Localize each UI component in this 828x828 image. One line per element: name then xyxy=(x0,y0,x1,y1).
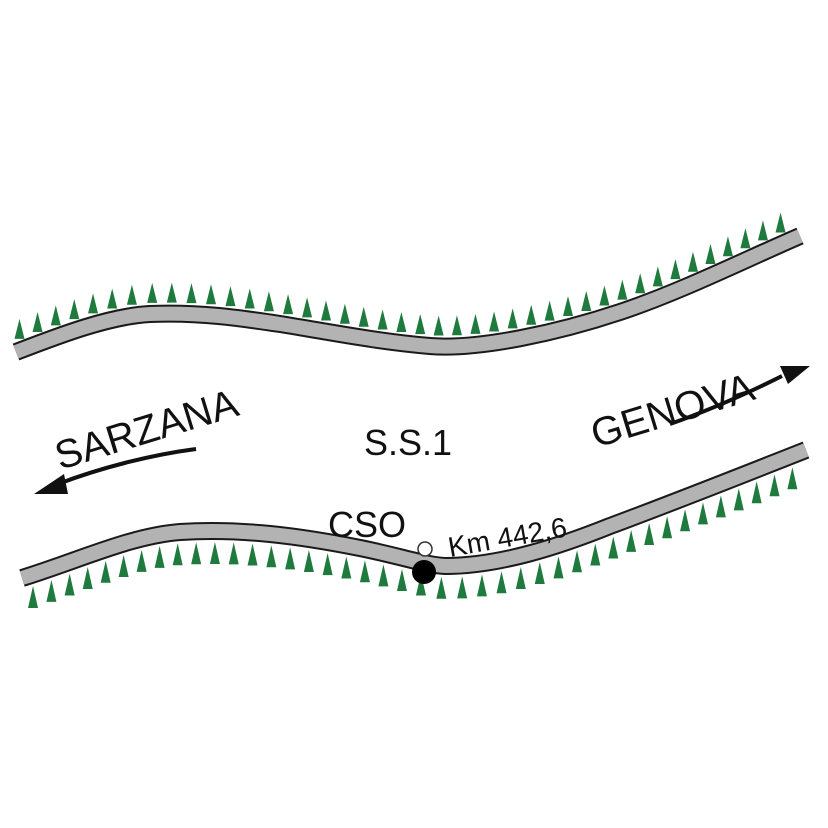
tree-triangle-icon xyxy=(341,556,352,579)
tree-triangle-icon xyxy=(470,313,481,334)
tree-triangle-icon xyxy=(126,284,137,305)
road-name-label: S.S.1 xyxy=(364,422,452,463)
tree-triangle-icon xyxy=(378,564,389,587)
tree-triangle-icon xyxy=(751,481,762,504)
tree-triangle-icon xyxy=(775,212,786,233)
tree-triangle-icon xyxy=(687,251,698,272)
tree-triangle-icon xyxy=(396,312,407,333)
tree-triangle-icon xyxy=(263,291,274,312)
tree-triangle-icon xyxy=(377,309,388,330)
arrow-left-icon xyxy=(34,447,197,494)
tree-triangle-icon xyxy=(515,567,526,590)
tree-triangle-icon xyxy=(64,573,75,596)
tree-triangle-icon xyxy=(186,283,197,304)
station-code-label: CSO xyxy=(328,504,406,545)
tree-triangle-icon xyxy=(635,273,646,294)
tree-triangle-icon xyxy=(644,523,655,546)
arrow-right-icon xyxy=(669,366,810,426)
tree-triangle-icon xyxy=(599,285,610,306)
tree-triangle-icon xyxy=(451,315,462,336)
tree-triangle-icon xyxy=(320,300,331,321)
direction-left-label: SARZANA xyxy=(50,381,244,478)
tree-triangle-icon xyxy=(244,288,255,309)
tree-triangle-icon xyxy=(191,542,202,565)
tree-triangle-icon xyxy=(415,314,426,335)
hollow-circle-icon xyxy=(417,541,433,557)
tree-triangle-icon xyxy=(359,560,370,583)
tree-triangle-icon xyxy=(553,556,564,579)
tree-triangle-icon xyxy=(88,293,99,314)
tree-triangle-icon xyxy=(457,576,468,599)
tree-triangle-icon xyxy=(733,488,744,511)
lower-road-edge xyxy=(19,441,810,587)
tree-triangle-icon xyxy=(50,305,61,326)
tree-triangle-icon xyxy=(697,502,708,525)
tree-triangle-icon xyxy=(82,567,93,590)
tree-triangle-icon xyxy=(705,244,716,265)
tree-triangle-icon xyxy=(285,547,296,570)
tree-triangle-icon xyxy=(617,279,628,300)
tree-triangle-icon xyxy=(225,286,236,307)
tree-triangle-icon xyxy=(507,308,518,329)
tree-triangle-icon xyxy=(722,236,733,257)
tree-triangle-icon xyxy=(118,554,129,577)
tree-triangle-icon xyxy=(14,318,25,339)
tree-triangle-icon xyxy=(136,549,147,572)
tree-triangle-icon xyxy=(283,294,294,315)
direction-right-label: GENOVA xyxy=(586,365,760,456)
filled-circle-icon[interactable] xyxy=(412,560,436,584)
tree-triangle-icon xyxy=(107,288,118,309)
tree-triangle-icon xyxy=(209,541,220,564)
tree-triangle-icon xyxy=(433,315,444,336)
tree-triangle-icon xyxy=(476,574,487,597)
tree-triangle-icon xyxy=(28,586,39,609)
tree-triangle-icon xyxy=(147,282,158,303)
tree-triangle-icon xyxy=(247,543,258,566)
lower-vegetation xyxy=(28,467,798,609)
tree-triangle-icon xyxy=(581,290,592,311)
tree-triangle-icon xyxy=(769,474,780,497)
tree-triangle-icon xyxy=(436,576,447,599)
tree-triangle-icon xyxy=(228,542,239,565)
tree-triangle-icon xyxy=(172,543,183,566)
tree-triangle-icon xyxy=(206,284,217,305)
tree-triangle-icon xyxy=(396,568,407,591)
tree-triangle-icon xyxy=(562,296,573,317)
tree-triangle-icon xyxy=(590,543,601,566)
tree-triangle-icon xyxy=(534,562,545,585)
tree-triangle-icon xyxy=(489,311,500,332)
tree-triangle-icon xyxy=(526,304,537,325)
tree-triangle-icon xyxy=(32,311,43,332)
tree-triangle-icon xyxy=(358,306,369,327)
tree-triangle-icon xyxy=(166,282,177,303)
tree-triangle-icon xyxy=(302,297,313,318)
tree-triangle-icon xyxy=(572,550,583,573)
tree-triangle-icon xyxy=(154,545,165,568)
tree-triangle-icon xyxy=(652,266,663,287)
tree-triangle-icon xyxy=(680,509,691,532)
tree-triangle-icon xyxy=(69,299,80,320)
tree-triangle-icon xyxy=(303,550,314,573)
tree-triangle-icon xyxy=(670,259,681,280)
tree-triangle-icon xyxy=(757,220,768,241)
tree-triangle-icon xyxy=(787,467,798,490)
tree-triangle-icon xyxy=(339,303,350,324)
tree-triangle-icon xyxy=(415,573,426,596)
tree-triangle-icon xyxy=(662,516,673,539)
tree-triangle-icon xyxy=(100,560,111,583)
tree-triangle-icon xyxy=(740,228,751,249)
tree-triangle-icon xyxy=(266,545,277,568)
upper-road-edge xyxy=(12,227,804,361)
tree-triangle-icon xyxy=(544,300,555,321)
upper-vegetation xyxy=(14,212,786,339)
tree-triangle-icon xyxy=(608,536,619,559)
tree-triangle-icon xyxy=(46,579,57,602)
tree-triangle-icon xyxy=(322,553,333,576)
tree-triangle-icon xyxy=(626,529,637,552)
tree-triangle-icon xyxy=(496,571,507,594)
tree-triangle-icon xyxy=(715,495,726,518)
